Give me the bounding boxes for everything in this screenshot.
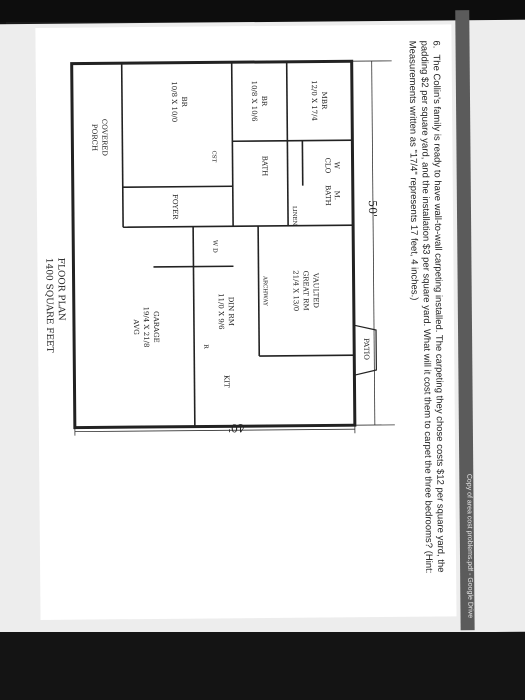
linen-label: LINEN bbox=[291, 206, 297, 226]
caption-title: FLOOR PLAN bbox=[55, 258, 66, 321]
kit-label: KIT bbox=[222, 375, 230, 388]
foyer-label: FOYER bbox=[171, 194, 179, 220]
br1-size: 10/8 X 10/6 bbox=[250, 81, 258, 122]
monitor-screen: Copy of area cost problems.pdf - Google … bbox=[0, 10, 525, 637]
mbath-name: M. bbox=[333, 191, 341, 200]
garage-name: GARAGE bbox=[152, 311, 160, 343]
porch-name: COVERED bbox=[100, 119, 108, 157]
garage-sub: AVG bbox=[132, 318, 140, 335]
interior-walls bbox=[120, 61, 355, 427]
wcl-name: W bbox=[333, 162, 341, 170]
window-title: Copy of area cost problems.pdf - Google … bbox=[465, 473, 474, 619]
br2-name: BR bbox=[180, 96, 188, 107]
floor-plan: 50' 40' bbox=[43, 59, 395, 436]
archway-label: ARCHWAY bbox=[262, 275, 268, 306]
mbath-sub: BATH bbox=[324, 185, 332, 206]
width-dimension bbox=[351, 60, 395, 426]
din-size: 11/0 X 9/6 bbox=[217, 293, 225, 330]
mbr-size: 12/0 X 17/4 bbox=[310, 80, 318, 121]
width-label: 50' bbox=[366, 200, 379, 217]
wd-label: W D bbox=[211, 240, 218, 253]
br1-name: BR bbox=[260, 96, 268, 107]
patio-label: PATIO bbox=[362, 338, 370, 360]
desk-shadow bbox=[0, 632, 525, 700]
wcl-sub: CLO bbox=[324, 158, 332, 174]
porch-sub: PORCH bbox=[90, 124, 98, 151]
ref-label: R bbox=[202, 344, 209, 349]
patio-bay bbox=[353, 324, 377, 376]
great-size: 21/4 X 13/0 bbox=[291, 270, 299, 311]
bath-label: BATH bbox=[260, 156, 268, 177]
great-name: VAULTED bbox=[312, 272, 320, 308]
rotated-pdf-viewer: Copy of area cost problems.pdf - Google … bbox=[29, 10, 475, 634]
exterior-walls bbox=[70, 59, 357, 430]
br2-size: 10/8 X 10/0 bbox=[170, 81, 178, 122]
great-name2: GREAT RM bbox=[302, 271, 310, 311]
mbr-name: MBR bbox=[320, 92, 328, 110]
plan-caption: FLOOR PLAN 1400 SQUARE FEET bbox=[43, 258, 66, 353]
drive-title-bar: Copy of area cost problems.pdf - Google … bbox=[455, 10, 475, 631]
garage-size: 19/4 X 21/8 bbox=[142, 307, 150, 348]
monitor-top-edge bbox=[0, 0, 525, 22]
room-labels: MBR 12/0 X 17/4 W CLO M. BATH LINEN BATH… bbox=[90, 80, 341, 388]
pdf-page[interactable]: 6.The Collin's family is ready to have w… bbox=[35, 24, 457, 620]
din-name: DIN RM bbox=[227, 297, 235, 326]
cst-label: CST bbox=[210, 151, 216, 163]
caption-area: 1400 SQUARE FEET bbox=[43, 258, 54, 353]
